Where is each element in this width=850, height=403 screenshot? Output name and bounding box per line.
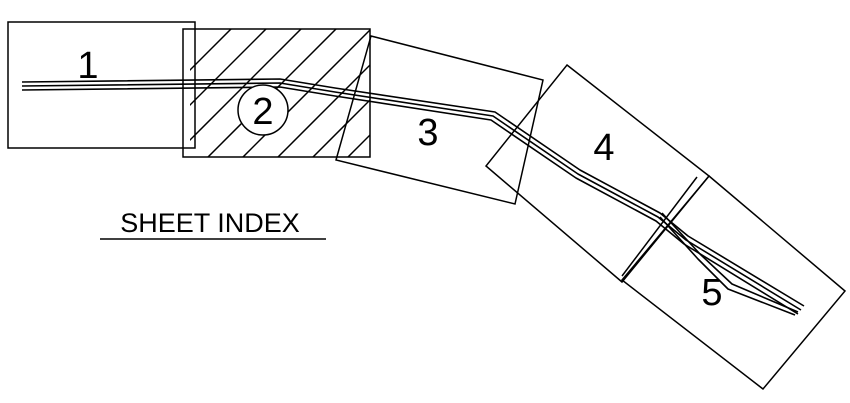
match-line xyxy=(621,176,698,277)
sheet-1-label: 1 xyxy=(77,45,98,87)
sheet-3-outline[interactable] xyxy=(335,35,544,205)
diagram-title: SHEET INDEX xyxy=(120,208,300,238)
sheet-2-label-circle xyxy=(237,84,289,136)
sheet-5-label: 5 xyxy=(701,272,722,314)
sheet-4-label: 4 xyxy=(593,127,614,169)
sheet-1-outline[interactable] xyxy=(7,21,196,149)
sheet-5-outline[interactable] xyxy=(620,174,847,391)
sheet-2-label: 2 xyxy=(252,91,273,133)
sheet-4-outline[interactable] xyxy=(484,63,711,284)
road-alignment xyxy=(21,78,805,316)
sheet-3-label: 3 xyxy=(417,112,438,154)
